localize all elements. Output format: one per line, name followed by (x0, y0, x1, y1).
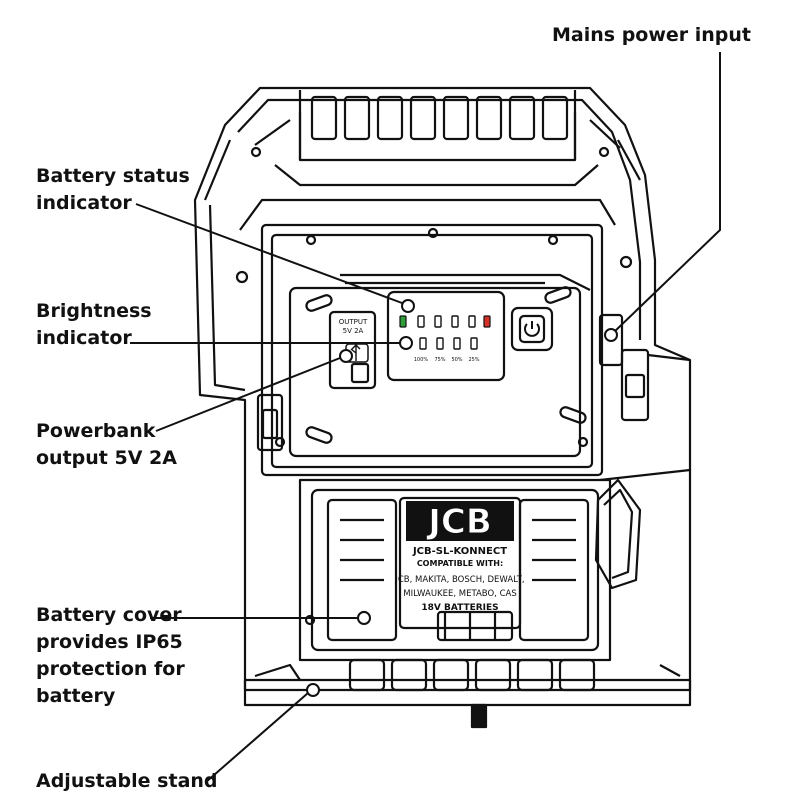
leader-stand (205, 692, 309, 783)
callout-text: output 5V 2A (36, 447, 177, 469)
battery-led-green (399, 315, 407, 328)
compatible-brands-1: JCB, MAKITA, BOSCH, DEWALT, (394, 575, 524, 585)
callout-text: Battery cover (36, 604, 182, 626)
callout-adjustable-stand: Adjustable stand (36, 768, 218, 795)
callout-battery-cover: Battery cover provides IP65 protection f… (36, 602, 185, 710)
leader-mains (612, 52, 721, 334)
callout-text: provides IP65 (36, 631, 183, 653)
leader-battery-status (135, 203, 403, 304)
brightness-label-25: 25% (468, 357, 479, 363)
compatible-brands-2: MILWAUKEE, METABO, CAS (403, 589, 516, 599)
leader-powerbank (155, 357, 341, 432)
callout-text: Adjustable stand (36, 770, 218, 792)
usb-icon (350, 343, 361, 361)
handle-grip (235, 90, 633, 284)
main-body (260, 223, 604, 477)
compatible-heading: COMPATIBLE WITH: (417, 559, 503, 568)
callout-text: protection for (36, 658, 185, 680)
jcb-logo: JCB (406, 501, 514, 543)
side-parts (256, 313, 691, 590)
outer-frame (193, 86, 692, 692)
brightness-label-75: 75% (434, 357, 445, 363)
callout-text: Battery status (36, 165, 190, 187)
logo-text: JCB (426, 502, 492, 542)
callout-brightness: Brightness indicator (36, 298, 152, 352)
callout-mains-power-input: Mains power input (552, 22, 751, 49)
callout-text: indicator (36, 327, 132, 349)
output-label: OUTPUT (339, 318, 368, 326)
battery-led-red (483, 315, 491, 328)
brightness-label-100: 100% (414, 357, 429, 363)
stand (243, 658, 692, 729)
battery-type-label: 18V BATTERIES (421, 603, 498, 613)
callout-text: Powerbank (36, 420, 156, 442)
callout-text: battery (36, 685, 116, 707)
callout-text: Brightness (36, 300, 152, 322)
callout-text: indicator (36, 192, 132, 214)
leader-lines (130, 52, 721, 783)
callout-battery-status: Battery status indicator (36, 163, 190, 217)
brightness-label-50: 50% (451, 357, 462, 363)
callout-text: Mains power input (552, 24, 752, 46)
model-label: JCB-SL-KONNECT (412, 546, 507, 557)
output-rating: 5V 2A (343, 327, 364, 335)
callout-powerbank: Powerbank output 5V 2A (36, 418, 177, 472)
control-panel (288, 286, 587, 458)
